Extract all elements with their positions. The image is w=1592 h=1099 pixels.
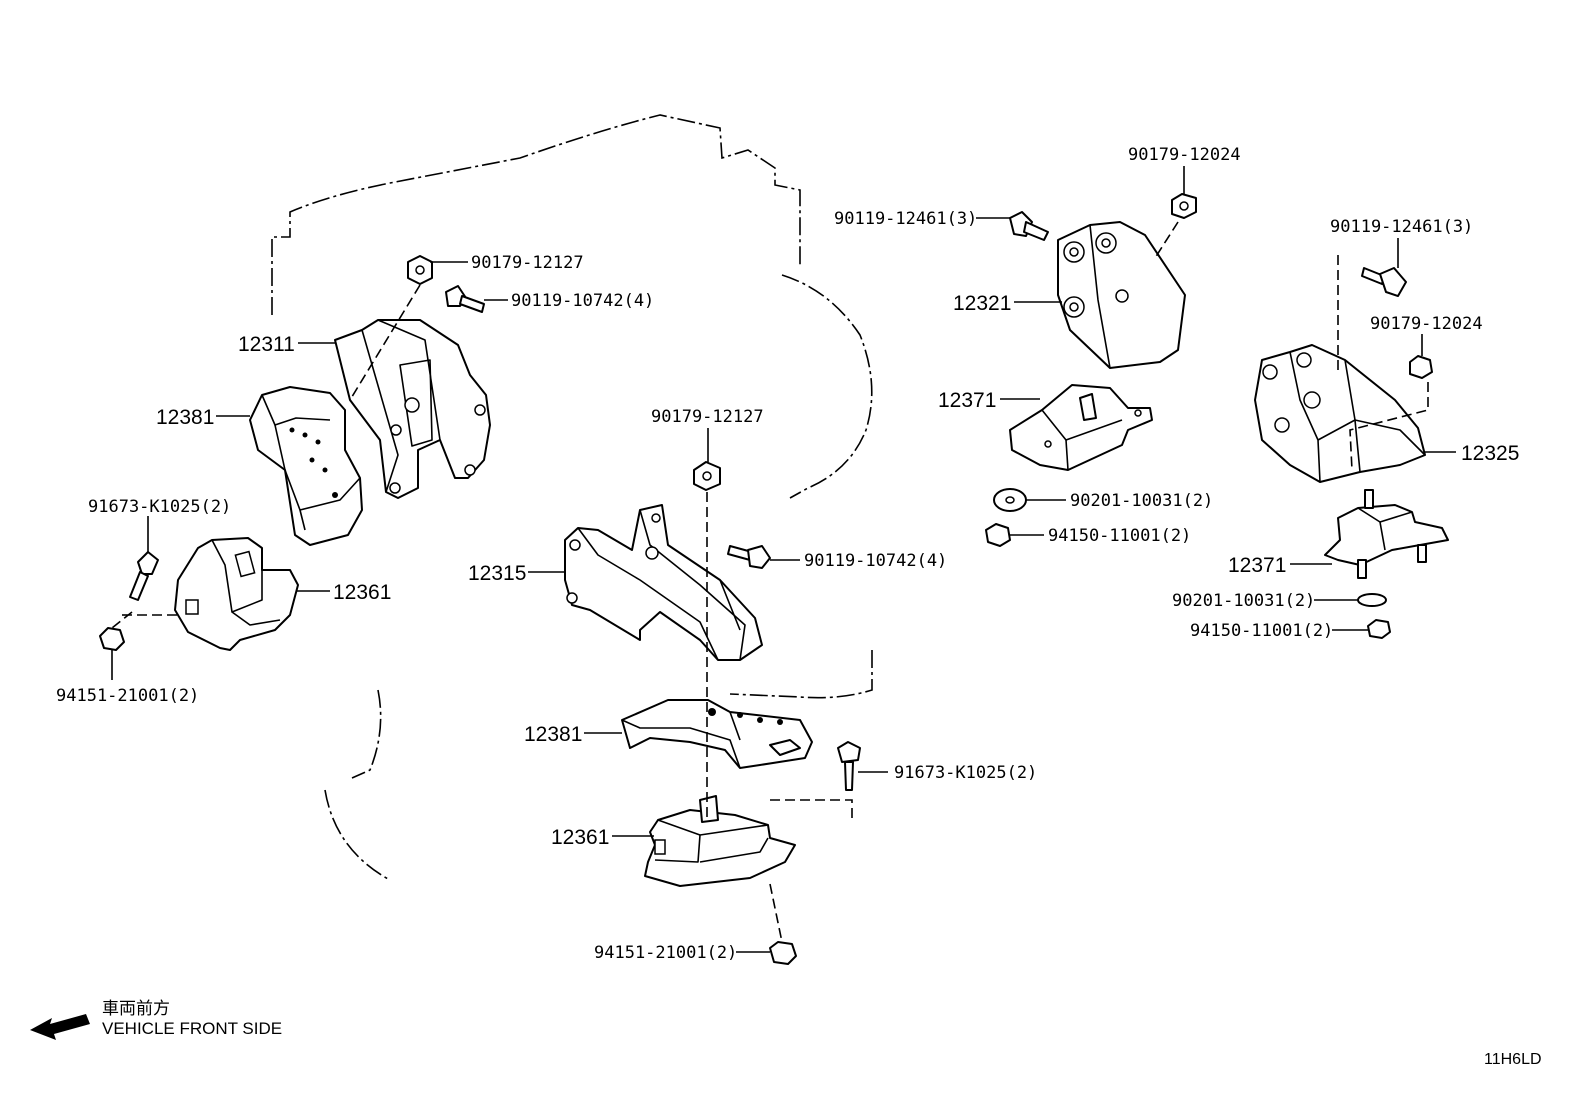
insulator-12371-mid[interactable]	[1009, 384, 1153, 471]
washer-90201-10031-right[interactable]	[1357, 593, 1387, 607]
label-90119-12461-mid: 90119-12461(3)	[834, 209, 977, 229]
nut-90179-12127-top[interactable]	[407, 255, 433, 285]
label-94150-11001-right: 94150-11001(2)	[1190, 621, 1333, 641]
washer-90201-10031-mid[interactable]	[993, 488, 1027, 512]
label-12361-center: 12361	[551, 826, 609, 849]
mount-bracket-12321[interactable]	[1057, 221, 1186, 369]
direction-note-en: VEHICLE FRONT SIDE	[102, 1019, 282, 1038]
bolt-91673-K1025-center[interactable]	[837, 741, 861, 791]
bolt-90119-12461-mid[interactable]	[1009, 211, 1049, 241]
label-90119-12461-right: 90119-12461(3)	[1330, 217, 1473, 237]
insulator-12361-center[interactable]	[644, 795, 796, 887]
label-91673-K1025-center: 91673-K1025(2)	[894, 763, 1037, 783]
illustration-code: 11H6LD	[1484, 1051, 1542, 1068]
label-90119-10742-top: 90119-10742(4)	[511, 291, 654, 311]
label-12361-left: 12361	[333, 581, 391, 604]
mount-bracket-12311[interactable]	[334, 319, 491, 499]
bolt-90119-12461-right[interactable]	[1361, 267, 1407, 297]
leader-lines	[111, 166, 1456, 953]
nut-90179-12024-top[interactable]	[1171, 193, 1197, 219]
label-12381-center: 12381	[524, 723, 582, 746]
direction-note-jp: 車両前方	[102, 999, 170, 1018]
label-90179-12127-mid: 90179-12127	[651, 407, 764, 427]
bolt-90119-10742-top[interactable]	[445, 285, 485, 313]
engine-phantom-outline	[271, 114, 873, 881]
label-90119-10742-mid: 90119-10742(4)	[804, 551, 947, 571]
mount-cover-12381-left[interactable]	[249, 386, 363, 546]
bolt-91673-K1025-left[interactable]	[129, 551, 159, 601]
mount-bracket-12315[interactable]	[564, 504, 763, 661]
vehicle-front-arrow-icon	[30, 1014, 90, 1040]
bolt-90119-10742-mid[interactable]	[727, 545, 771, 569]
mount-bracket-12325[interactable]	[1254, 344, 1426, 483]
nut-90179-12127-mid[interactable]	[693, 461, 721, 491]
insulator-12371-right[interactable]	[1324, 489, 1449, 579]
label-94151-21001-left: 94151-21001(2)	[56, 686, 199, 706]
label-12371-right: 12371	[1228, 554, 1286, 577]
nut-94150-11001-mid[interactable]	[985, 523, 1011, 547]
label-12325: 12325	[1461, 442, 1519, 465]
label-90201-10031-mid: 90201-10031(2)	[1070, 491, 1213, 511]
label-94150-11001-mid: 94150-11001(2)	[1048, 526, 1191, 546]
label-12311: 12311	[238, 333, 295, 356]
label-91673-K1025-left: 91673-K1025(2)	[88, 497, 231, 517]
label-94151-21001-center: 94151-21001(2)	[594, 943, 737, 963]
nut-94151-21001-center[interactable]	[769, 941, 797, 965]
nut-94150-11001-right[interactable]	[1367, 619, 1391, 639]
nut-90179-12024-right[interactable]	[1409, 355, 1433, 379]
label-90179-12024-top: 90179-12024	[1128, 145, 1241, 165]
label-90179-12127-top: 90179-12127	[471, 253, 584, 273]
label-12381-left: 12381	[156, 406, 214, 429]
label-90179-12024-right: 90179-12024	[1370, 314, 1483, 334]
label-90201-10031-right: 90201-10031(2)	[1172, 591, 1315, 611]
label-12315: 12315	[468, 562, 526, 585]
label-12321: 12321	[953, 292, 1011, 315]
label-12371-mid: 12371	[938, 389, 996, 412]
mount-cover-12381-center[interactable]	[621, 699, 813, 769]
nut-94151-21001-left[interactable]	[99, 627, 125, 651]
insulator-12361-left[interactable]	[174, 537, 299, 651]
